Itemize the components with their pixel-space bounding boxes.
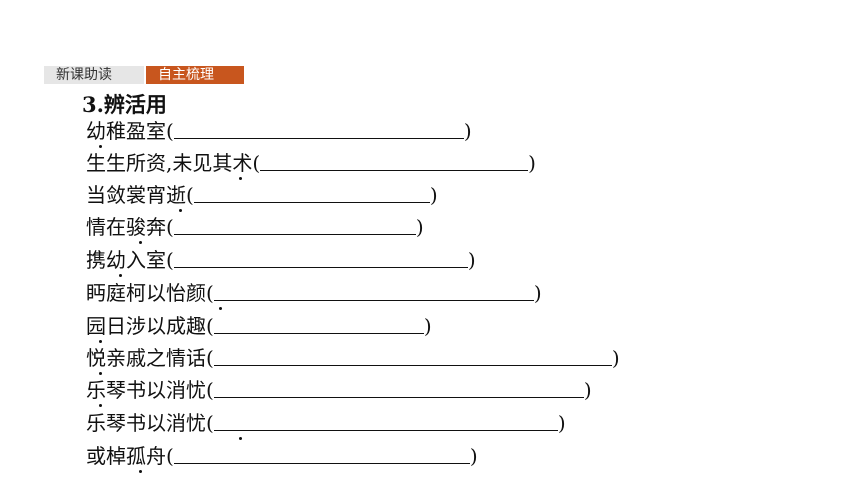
close-paren: ) (469, 444, 478, 468)
exercise-item: 乐琴书以消忧() (86, 376, 592, 404)
exercise-item: 携幼入室() (86, 246, 476, 274)
exercise-text: 园日涉以成趣 (86, 314, 206, 338)
open-paren: ( (206, 411, 214, 435)
close-paren: ) (429, 183, 438, 207)
exercise-item: 生生所资,未见其术() (86, 149, 536, 177)
exercise-text: 或棹孤舟 (86, 444, 166, 468)
answer-blank[interactable] (193, 181, 430, 203)
answer-blank[interactable] (213, 376, 584, 398)
exercise-text: 悦亲戚之情话 (86, 346, 206, 370)
emphasis-dot (99, 145, 102, 148)
close-paren: ) (423, 314, 432, 338)
answer-blank[interactable] (213, 312, 424, 334)
exercise-text: 幼稚盈室 (86, 119, 166, 143)
exercise-text: 情在骏奔 (86, 215, 166, 239)
exercise-text: 当敛裳宵逝 (86, 183, 186, 207)
emphasis-dot (219, 307, 222, 310)
exercise-item: 眄庭柯以怡颜() (86, 279, 542, 307)
exercise-item: 乐琴书以消忧() (86, 409, 566, 437)
emphasis-dot (239, 177, 242, 180)
exercise-item: 情在骏奔() (86, 213, 424, 241)
close-paren: ) (533, 281, 542, 305)
close-paren: ) (583, 378, 592, 402)
exercise-text: 生生所资,未见其术 (86, 151, 253, 175)
emphasis-dot (139, 470, 142, 473)
emphasis-dot (239, 437, 242, 440)
section-heading: 3.辨活用 (82, 92, 167, 117)
open-paren: ( (206, 281, 214, 305)
exercise-item: 悦亲戚之情话() (86, 344, 620, 372)
answer-blank[interactable] (173, 213, 416, 235)
exercise-item: 幼稚盈室() (86, 117, 472, 145)
answer-blank[interactable] (213, 279, 534, 301)
close-paren: ) (528, 151, 536, 175)
open-paren: ( (166, 215, 174, 239)
open-paren: ( (206, 346, 214, 370)
open-paren: ( (166, 444, 174, 468)
open-paren: ( (252, 151, 261, 175)
emphasis-dot (99, 372, 102, 375)
close-paren: ) (415, 215, 424, 239)
answer-blank[interactable] (213, 344, 612, 366)
answer-blank[interactable] (173, 246, 468, 268)
open-paren: ( (166, 119, 174, 143)
exercise-item: 或棹孤舟() (86, 442, 478, 470)
open-paren: ( (186, 183, 194, 207)
close-paren: ) (611, 346, 620, 370)
close-paren: ) (463, 119, 472, 143)
tab-bar: 新课助读 自主梳理 (44, 66, 244, 84)
emphasis-dot (119, 274, 122, 277)
close-paren: ) (467, 248, 476, 272)
open-paren: ( (206, 378, 214, 402)
answer-blank[interactable] (213, 409, 558, 431)
open-paren: ( (206, 314, 214, 338)
answer-blank[interactable] (173, 117, 464, 139)
exercise-text: 眄庭柯以怡颜 (86, 281, 206, 305)
tab-self-study[interactable]: 自主梳理 (146, 66, 244, 84)
emphasis-dot (179, 209, 182, 212)
exercise-item: 当敛裳宵逝() (86, 181, 438, 209)
exercise-text: 携幼入室 (86, 248, 166, 272)
emphasis-dot (99, 404, 102, 407)
answer-blank[interactable] (260, 149, 529, 171)
emphasis-dot (99, 340, 102, 343)
close-paren: ) (557, 411, 566, 435)
emphasis-dot (139, 241, 142, 244)
exercise-text: 乐琴书以消忧 (86, 378, 206, 402)
exercise-text: 乐琴书以消忧 (86, 411, 206, 435)
tab-new-lesson-guide[interactable]: 新课助读 (44, 66, 144, 84)
open-paren: ( (166, 248, 174, 272)
answer-blank[interactable] (173, 442, 470, 464)
exercise-item: 园日涉以成趣() (86, 312, 432, 340)
